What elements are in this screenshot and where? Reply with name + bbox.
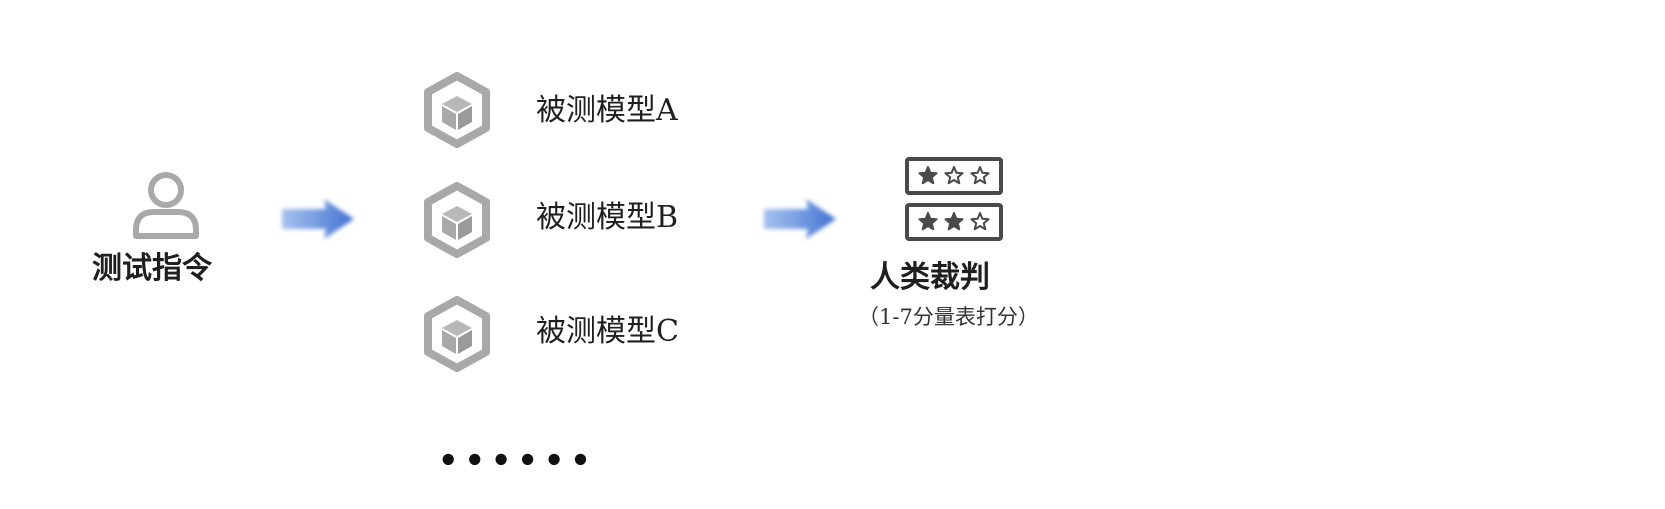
star-row-1	[918, 166, 990, 185]
rating-card-icon	[905, 157, 1003, 241]
input-label: 测试指令	[92, 251, 212, 286]
star-outline-icon	[970, 166, 990, 185]
arrow-right-icon	[282, 199, 354, 239]
star-row-2	[918, 212, 990, 231]
person-icon	[133, 172, 199, 239]
arrow-right-icon	[764, 199, 836, 239]
star-filled-icon	[918, 166, 938, 185]
cube-icon	[424, 296, 490, 372]
model-label-c: 被测模型C	[536, 314, 679, 349]
cube-icon	[424, 72, 490, 148]
scale-note: （1-7分量表打分）	[858, 305, 1039, 329]
model-label-b: 被测模型B	[536, 200, 679, 235]
judge-label: 人类裁判	[870, 260, 990, 295]
star-filled-icon	[918, 212, 938, 231]
star-outline-icon	[970, 212, 990, 231]
ellipsis: ••••••	[438, 441, 597, 479]
model-label-a: 被测模型A	[536, 93, 678, 128]
cube-icon	[424, 182, 490, 258]
star-outline-icon	[944, 166, 964, 185]
star-filled-icon	[944, 212, 964, 231]
